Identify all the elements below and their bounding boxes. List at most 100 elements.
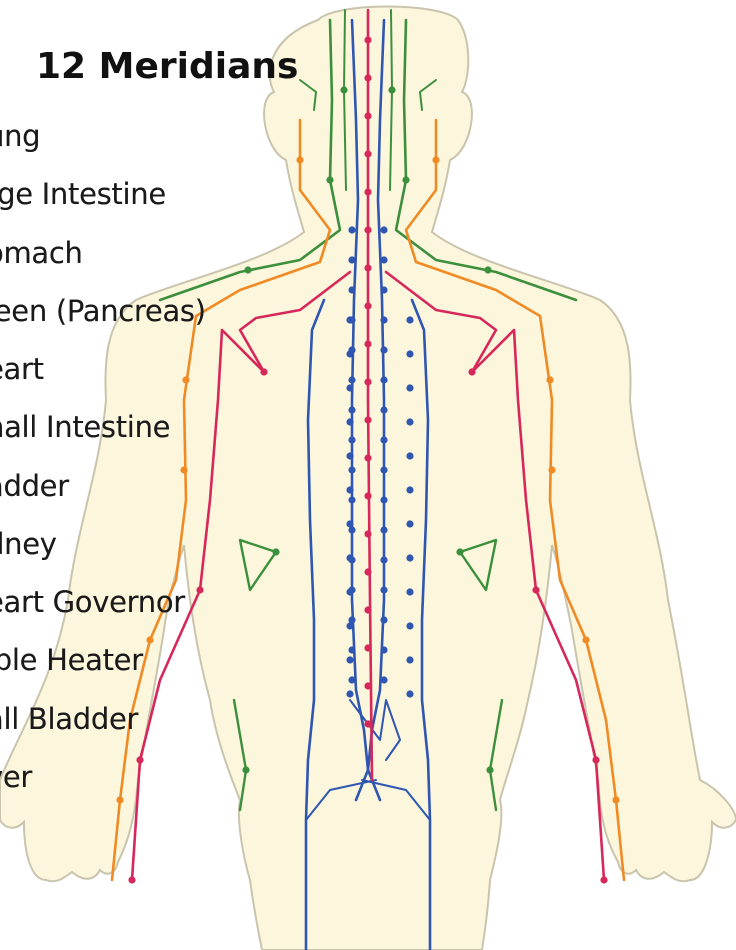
red-point <box>364 454 371 461</box>
blue-point <box>380 346 387 353</box>
blue-point <box>346 656 353 663</box>
blue-point <box>406 622 413 629</box>
green-point <box>486 766 493 773</box>
blue-point <box>348 286 355 293</box>
orange-point <box>182 376 189 383</box>
green-point <box>402 176 409 183</box>
meridian-label-small-intestine: nall Intestine <box>0 410 170 444</box>
blue-point <box>348 226 355 233</box>
blue-point <box>348 436 355 443</box>
green-point <box>244 266 251 273</box>
blue-point <box>380 286 387 293</box>
red-point <box>364 188 371 195</box>
blue-point <box>380 376 387 383</box>
blue-point <box>380 466 387 473</box>
orange-point <box>612 796 619 803</box>
green-point <box>272 548 279 555</box>
red-point <box>364 302 371 309</box>
blue-point <box>406 554 413 561</box>
meridian-label-triple-heater: iple Heater <box>0 643 143 677</box>
blue-point <box>380 616 387 623</box>
orange-point <box>548 466 555 473</box>
red-point <box>364 568 371 575</box>
red-point <box>364 416 371 423</box>
blue-point <box>348 406 355 413</box>
blue-point <box>346 384 353 391</box>
red-point <box>364 682 371 689</box>
red-point <box>364 340 371 347</box>
green-point <box>388 86 395 93</box>
blue-point <box>346 316 353 323</box>
red-point <box>364 264 371 271</box>
meridian-label-spleen: leen (Pancreas) <box>0 294 206 328</box>
diagram-title: 12 Meridians <box>36 46 298 87</box>
meridian-label-large-intestine: rge Intestine <box>0 177 166 211</box>
blue-point <box>348 466 355 473</box>
blue-point <box>406 452 413 459</box>
red-point <box>196 586 203 593</box>
blue-point <box>380 316 387 323</box>
red-point <box>364 378 371 385</box>
red-point <box>364 644 371 651</box>
blue-point <box>348 376 355 383</box>
meridian-label-bladder: adder <box>0 469 69 503</box>
orange-point <box>116 796 123 803</box>
red-point <box>364 492 371 499</box>
blue-point <box>406 588 413 595</box>
blue-point <box>380 646 387 653</box>
blue-point <box>380 496 387 503</box>
green-point <box>326 176 333 183</box>
blue-point <box>346 588 353 595</box>
blue-point <box>346 418 353 425</box>
blue-point <box>346 350 353 357</box>
red-point <box>364 74 371 81</box>
green-point <box>242 766 249 773</box>
blue-point <box>380 556 387 563</box>
meridian-label-kidney: dney <box>0 527 57 561</box>
red-point <box>592 756 599 763</box>
red-point <box>136 756 143 763</box>
meridian-label-heart: eart <box>0 352 44 386</box>
blue-point <box>406 418 413 425</box>
meridian-label-heart-governor: eart Governor <box>0 585 185 619</box>
blue-point <box>380 526 387 533</box>
red-point <box>364 150 371 157</box>
blue-point <box>380 676 387 683</box>
blue-point <box>406 690 413 697</box>
orange-point <box>146 636 153 643</box>
red-point <box>364 720 371 727</box>
blue-point <box>380 226 387 233</box>
orange-point <box>180 466 187 473</box>
blue-point <box>406 384 413 391</box>
blue-point <box>406 486 413 493</box>
red-point <box>128 876 135 883</box>
meridian-label-liver: ver <box>0 760 32 794</box>
blue-point <box>348 676 355 683</box>
orange-point <box>432 156 439 163</box>
meridian-label-stomach: omach <box>0 236 83 270</box>
green-point <box>456 548 463 555</box>
blue-point <box>346 554 353 561</box>
blue-point <box>406 656 413 663</box>
blue-point <box>348 646 355 653</box>
blue-point <box>346 520 353 527</box>
blue-point <box>346 452 353 459</box>
red-point <box>364 226 371 233</box>
green-point <box>340 86 347 93</box>
meridian-label-gall-bladder: all Bladder <box>0 702 138 736</box>
blue-point <box>348 496 355 503</box>
blue-point <box>346 486 353 493</box>
orange-point <box>296 156 303 163</box>
red-point <box>468 368 475 375</box>
blue-point <box>348 256 355 263</box>
red-point <box>364 530 371 537</box>
red-point <box>364 606 371 613</box>
red-point <box>364 112 371 119</box>
red-point <box>532 586 539 593</box>
red-point <box>260 368 267 375</box>
green-point <box>484 266 491 273</box>
blue-point <box>406 316 413 323</box>
blue-point <box>380 406 387 413</box>
